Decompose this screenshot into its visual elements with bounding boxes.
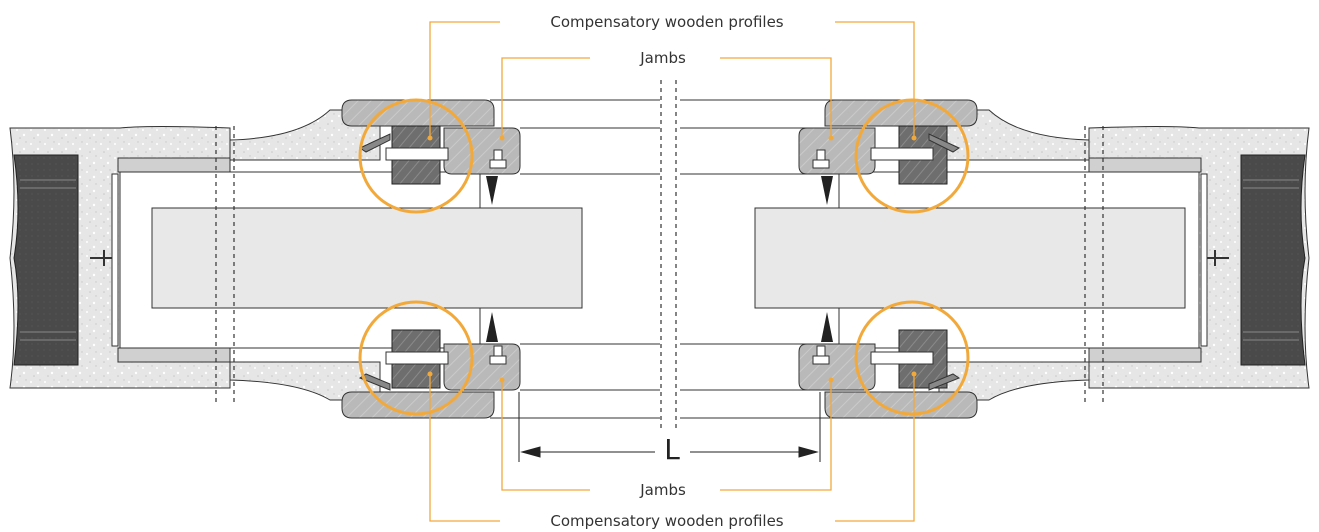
- callout-circle-right-bottom: [854, 300, 970, 416]
- callout-circles: [358, 98, 970, 416]
- leader-dots: [427, 135, 917, 383]
- callout-circle-left-top: [358, 98, 474, 214]
- left-panel: [119, 171, 583, 349]
- dimension-label-l: L: [660, 434, 684, 466]
- leader-lines: [429, 21, 915, 522]
- label-profiles-bottom: Compensatory wooden profiles: [544, 512, 790, 530]
- right-panel: [754, 171, 1200, 349]
- label-jambs-bottom: Jambs: [634, 481, 692, 499]
- reference-lines: [490, 99, 850, 419]
- callout-circle-left-bottom: [358, 300, 474, 416]
- label-jambs-top: Jambs: [634, 49, 692, 67]
- left-top-frame: [341, 99, 521, 205]
- right-bottom-frame: [798, 312, 978, 419]
- callout-circle-right-top: [854, 98, 970, 214]
- dimension-line: [518, 392, 821, 462]
- label-profiles-top: Compensatory wooden profiles: [544, 13, 790, 31]
- break-lines: [215, 80, 1104, 432]
